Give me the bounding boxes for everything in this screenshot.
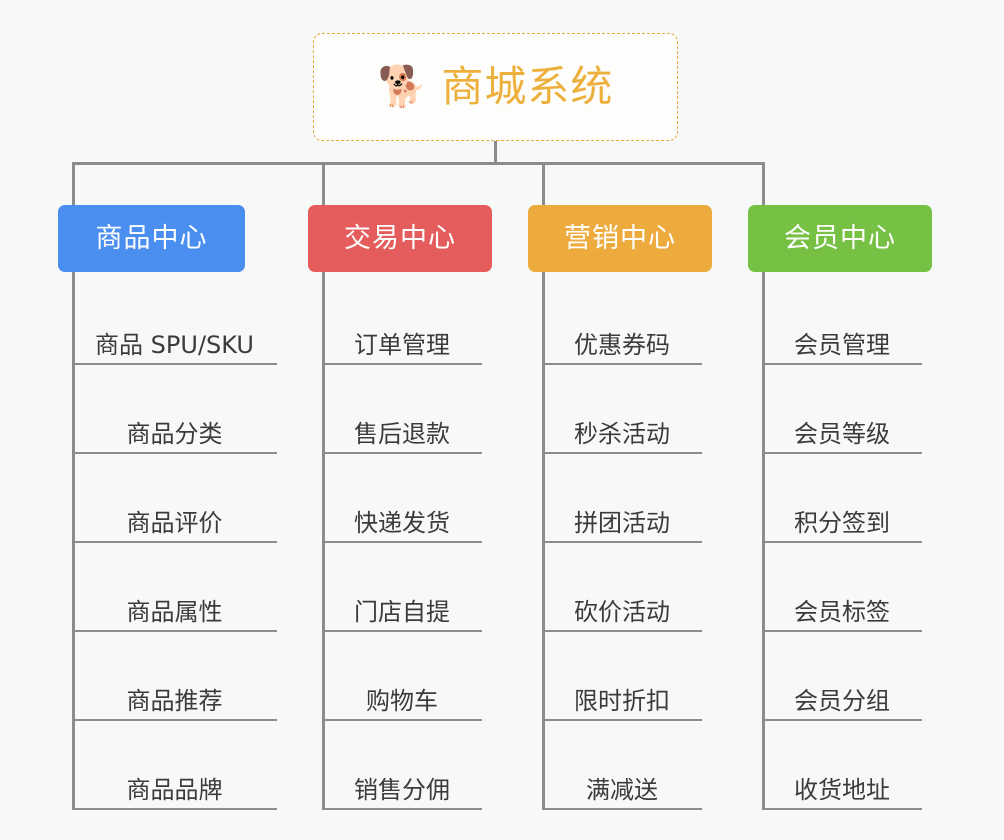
leaf-item[interactable]: 收货地址 <box>762 721 922 810</box>
root-node-title: 商城系统 <box>441 62 614 111</box>
leaf-item-label: 秒杀活动 <box>574 420 670 449</box>
leaf-item-label: 商品品牌 <box>126 776 223 805</box>
leaf-item-label: 会员分组 <box>794 687 890 716</box>
leaf-item[interactable]: 商品品牌 <box>72 721 277 810</box>
category-node-4[interactable]: 会员中心 <box>748 205 932 272</box>
category-node-2[interactable]: 交易中心 <box>308 205 492 272</box>
leaf-item[interactable]: 快递发货 <box>322 454 482 543</box>
leaf-item[interactable]: 会员分组 <box>762 632 922 721</box>
leaf-item[interactable]: 购物车 <box>322 632 482 721</box>
leaf-item-label: 商品推荐 <box>126 687 223 716</box>
shiba-dog-face-icon: 🐕 <box>377 64 428 110</box>
category-node-label: 交易中心 <box>344 223 456 254</box>
connector-horizontal-bar <box>72 162 765 165</box>
leaf-item-label: 会员标签 <box>794 598 890 627</box>
leaf-item[interactable]: 限时折扣 <box>542 632 702 721</box>
leaf-item[interactable]: 拼团活动 <box>542 454 702 543</box>
leaf-item[interactable]: 满减送 <box>542 721 702 810</box>
category-node-3[interactable]: 营销中心 <box>528 205 712 272</box>
leaf-item[interactable]: 积分签到 <box>762 454 922 543</box>
category-node-label: 商品中心 <box>95 223 208 254</box>
leaf-item-label: 门店自提 <box>354 598 450 627</box>
leaf-item-label: 售后退款 <box>354 420 450 449</box>
leaf-item-label: 收货地址 <box>794 776 890 805</box>
connector-root-stem <box>494 141 497 165</box>
leaf-item-label: 会员等级 <box>794 420 890 449</box>
connector-category-drop-3 <box>542 162 545 205</box>
leaf-item-label: 优惠券码 <box>574 331 670 360</box>
leaf-item[interactable]: 商品评价 <box>72 454 277 543</box>
connector-category-drop-4 <box>762 162 765 205</box>
category-node-label: 会员中心 <box>784 223 896 254</box>
leaf-item[interactable]: 优惠券码 <box>542 276 702 365</box>
leaf-item[interactable]: 砍价活动 <box>542 543 702 632</box>
leaf-item[interactable]: 订单管理 <box>322 276 482 365</box>
leaf-item[interactable]: 商品推荐 <box>72 632 277 721</box>
leaf-item-label: 销售分佣 <box>354 776 450 805</box>
leaf-item[interactable]: 门店自提 <box>322 543 482 632</box>
connector-category-drop-2 <box>322 162 325 205</box>
leaf-item-label: 购物车 <box>366 687 438 716</box>
leaf-item-label: 商品评价 <box>126 509 223 538</box>
category-node-label: 营销中心 <box>564 223 676 254</box>
leaf-item-label: 满减送 <box>586 776 658 805</box>
leaf-item-label: 商品属性 <box>126 598 223 627</box>
category-node-1[interactable]: 商品中心 <box>58 205 245 272</box>
leaf-item-label: 积分签到 <box>794 509 890 538</box>
leaf-item[interactable]: 秒杀活动 <box>542 365 702 454</box>
leaf-item-label: 商品 SPU/SKU <box>95 331 254 360</box>
leaf-item[interactable]: 售后退款 <box>322 365 482 454</box>
leaf-item[interactable]: 销售分佣 <box>322 721 482 810</box>
leaf-item-label: 快递发货 <box>354 509 450 538</box>
leaf-item[interactable]: 商品 SPU/SKU <box>72 276 277 365</box>
leaf-item[interactable]: 商品分类 <box>72 365 277 454</box>
leaf-item-label: 会员管理 <box>794 331 890 360</box>
leaf-item-label: 限时折扣 <box>574 687 670 716</box>
leaf-item[interactable]: 会员标签 <box>762 543 922 632</box>
leaf-item[interactable]: 会员管理 <box>762 276 922 365</box>
leaf-item-label: 订单管理 <box>354 331 450 360</box>
root-node-mall-system[interactable]: 🐕 商城系统 <box>313 33 678 141</box>
leaf-item-label: 拼团活动 <box>574 509 670 538</box>
connector-category-drop-1 <box>72 162 75 205</box>
leaf-item-label: 砍价活动 <box>574 598 670 627</box>
leaf-item[interactable]: 会员等级 <box>762 365 922 454</box>
leaf-item-label: 商品分类 <box>126 420 223 449</box>
leaf-item[interactable]: 商品属性 <box>72 543 277 632</box>
